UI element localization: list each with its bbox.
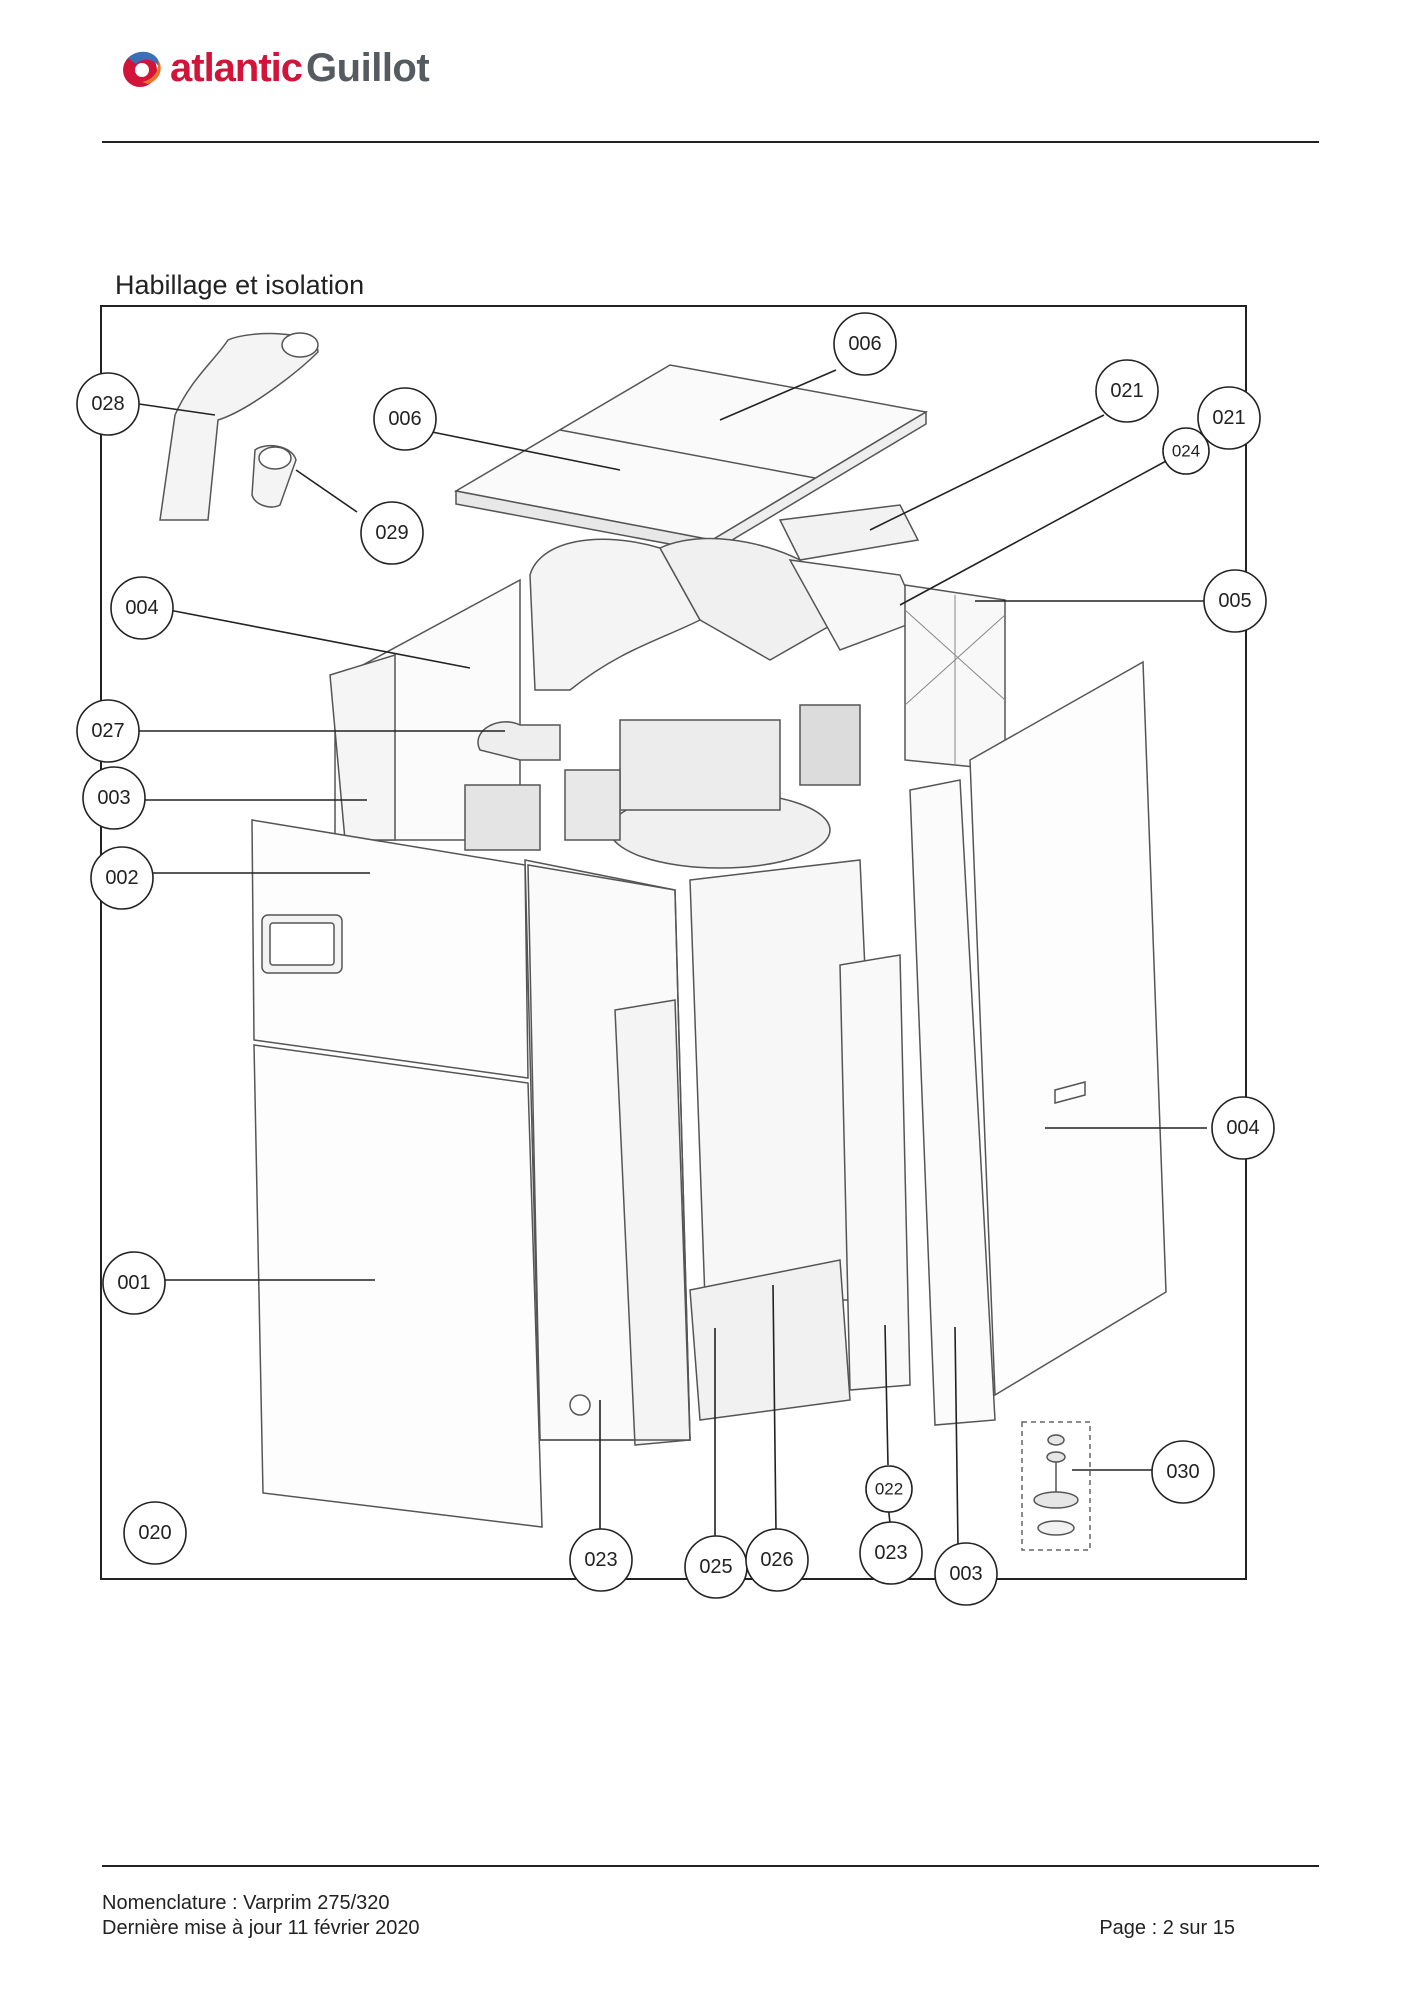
callout-marker <box>569 1528 633 1592</box>
callout-marker <box>833 312 897 376</box>
callout-label: 021 <box>1212 407 1245 429</box>
callout-marker <box>76 372 140 436</box>
callout-label: 004 <box>1226 1117 1259 1139</box>
callout-label: 001 <box>117 1272 150 1294</box>
callout-marker <box>1151 1440 1215 1504</box>
callout-label: 029 <box>375 522 408 544</box>
callout-label: 023 <box>874 1542 907 1564</box>
callout-markers <box>76 312 1275 1606</box>
callout-marker <box>90 846 154 910</box>
callout-label: 006 <box>388 408 421 430</box>
callout-marker <box>1197 386 1261 450</box>
callout-label: 028 <box>91 393 124 415</box>
boiler-drawing <box>159 332 1167 1551</box>
callout-marker <box>865 1465 913 1513</box>
brand-name-secondary: Guillot <box>306 45 430 90</box>
callout-label: 022 <box>875 1480 903 1499</box>
callout-labels: 028 006 006 029 021 021 024 004 005 027 … <box>91 333 1259 1585</box>
footer-rule <box>102 1865 1319 1867</box>
footer-updated: Dernière mise à jour 11 février 2020 <box>102 1917 420 1939</box>
callout-label: 006 <box>848 333 881 355</box>
callout-label: 024 <box>1172 442 1200 461</box>
callout-label: 023 <box>584 1549 617 1571</box>
callout-label: 004 <box>125 597 158 619</box>
atlantic-swirl-logo-icon <box>118 44 166 92</box>
callout-marker <box>934 1542 998 1606</box>
callout-marker <box>1203 569 1267 633</box>
callout-marker <box>82 766 146 830</box>
callout-label: 030 <box>1166 1461 1199 1483</box>
callout-marker <box>102 1251 166 1315</box>
callout-marker <box>360 501 424 565</box>
callout-marker <box>123 1501 187 1565</box>
brand-logo: atlantic Guillot <box>118 40 430 96</box>
callout-marker <box>745 1528 809 1592</box>
callout-marker <box>110 576 174 640</box>
header-rule <box>102 141 1319 143</box>
callout-label: 005 <box>1218 590 1251 612</box>
footer-nomenclature: Nomenclature : Varprim 275/320 <box>102 1892 390 1914</box>
leader-lines <box>136 369 1207 1557</box>
callout-label: 021 <box>1110 380 1143 402</box>
footer-page-number: Page : 2 sur 15 <box>1099 1917 1235 1939</box>
diagram-frame <box>100 305 1247 1580</box>
callout-marker <box>1162 427 1210 475</box>
callout-label: 003 <box>949 1563 982 1585</box>
callout-label: 002 <box>105 867 138 889</box>
section-title: Habillage et isolation <box>115 270 365 300</box>
callout-label: 025 <box>699 1556 732 1578</box>
callout-marker <box>373 387 437 451</box>
callout-marker <box>76 699 140 763</box>
callout-marker <box>1095 359 1159 423</box>
callout-label: 020 <box>138 1522 171 1544</box>
callout-label: 026 <box>760 1549 793 1571</box>
callout-label: 027 <box>91 720 124 742</box>
callout-label: 003 <box>97 787 130 809</box>
callout-marker <box>859 1521 923 1585</box>
brand-name-primary: atlantic <box>170 45 303 90</box>
callout-marker <box>1211 1096 1275 1160</box>
